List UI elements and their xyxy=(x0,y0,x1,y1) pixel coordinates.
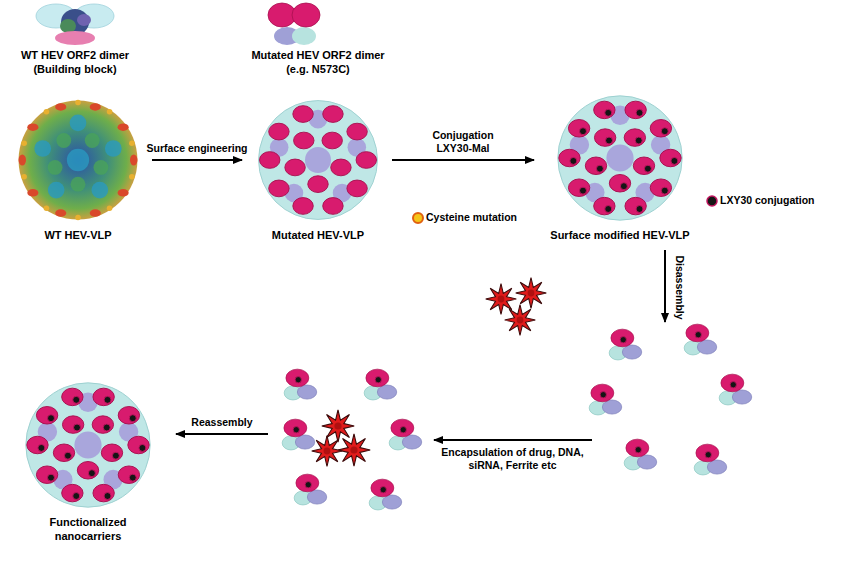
figure-caption: Surface modified HEV-VLP xyxy=(540,228,700,242)
figure-node: WT HEV ORF2 dimer (Building block) xyxy=(17,2,133,76)
reassembly-arrow xyxy=(176,433,268,435)
figure-node: Mutated HEV-VLP xyxy=(248,92,388,242)
figure-node: Surface modified HEV-VLP xyxy=(540,90,700,242)
disassembled-dimers xyxy=(589,324,752,475)
wt-dimer-figure xyxy=(36,4,114,45)
annotation-label: Disassembly xyxy=(673,255,686,319)
loaded-dimers xyxy=(282,369,422,510)
ligand-marker xyxy=(707,196,717,206)
figure-caption: WT HEV-VLP xyxy=(8,228,148,242)
annotation-label: Encapsulation of drug, DNA, siRNA, Ferri… xyxy=(440,446,585,472)
mutated-vlp-figure xyxy=(259,101,378,220)
figure-node: Functionalized nanocarriers xyxy=(18,375,158,543)
mutated-dimer-figure xyxy=(268,3,320,45)
cargo-stars xyxy=(486,278,547,336)
encapsulation-arrow xyxy=(434,439,592,441)
arrow-label: Conjugation LXY30-Mal xyxy=(421,129,505,155)
annotation-label: LXY30 conjugation xyxy=(720,194,815,207)
annotation-label: Reassembly xyxy=(191,416,252,429)
figure-node: Mutated HEV ORF2 dimer (e.g. N573C) xyxy=(243,2,393,76)
ligand-dots xyxy=(570,109,678,212)
figure-caption: Mutated HEV-VLP xyxy=(248,228,388,242)
modified-vlp-figure xyxy=(558,96,682,220)
wt-vlp-figure xyxy=(19,100,138,221)
cysteine-marker xyxy=(413,213,423,223)
annotation-label: Cysteine mutation xyxy=(426,211,517,224)
ligand-dots xyxy=(38,396,146,499)
figure-node: WT HEV-VLP xyxy=(8,92,148,242)
arrow-label: Surface engineering xyxy=(145,142,250,155)
figure-caption: Mutated HEV ORF2 dimer (e.g. N573C) xyxy=(243,48,393,76)
figure-caption: Functionalized nanocarriers xyxy=(18,515,158,543)
process-arrow xyxy=(152,159,242,161)
process-arrow xyxy=(392,159,534,161)
disassembly-arrow xyxy=(664,250,666,322)
nanocarrier-figure xyxy=(26,383,150,507)
figure-caption: WT HEV ORF2 dimer (Building block) xyxy=(17,48,133,76)
